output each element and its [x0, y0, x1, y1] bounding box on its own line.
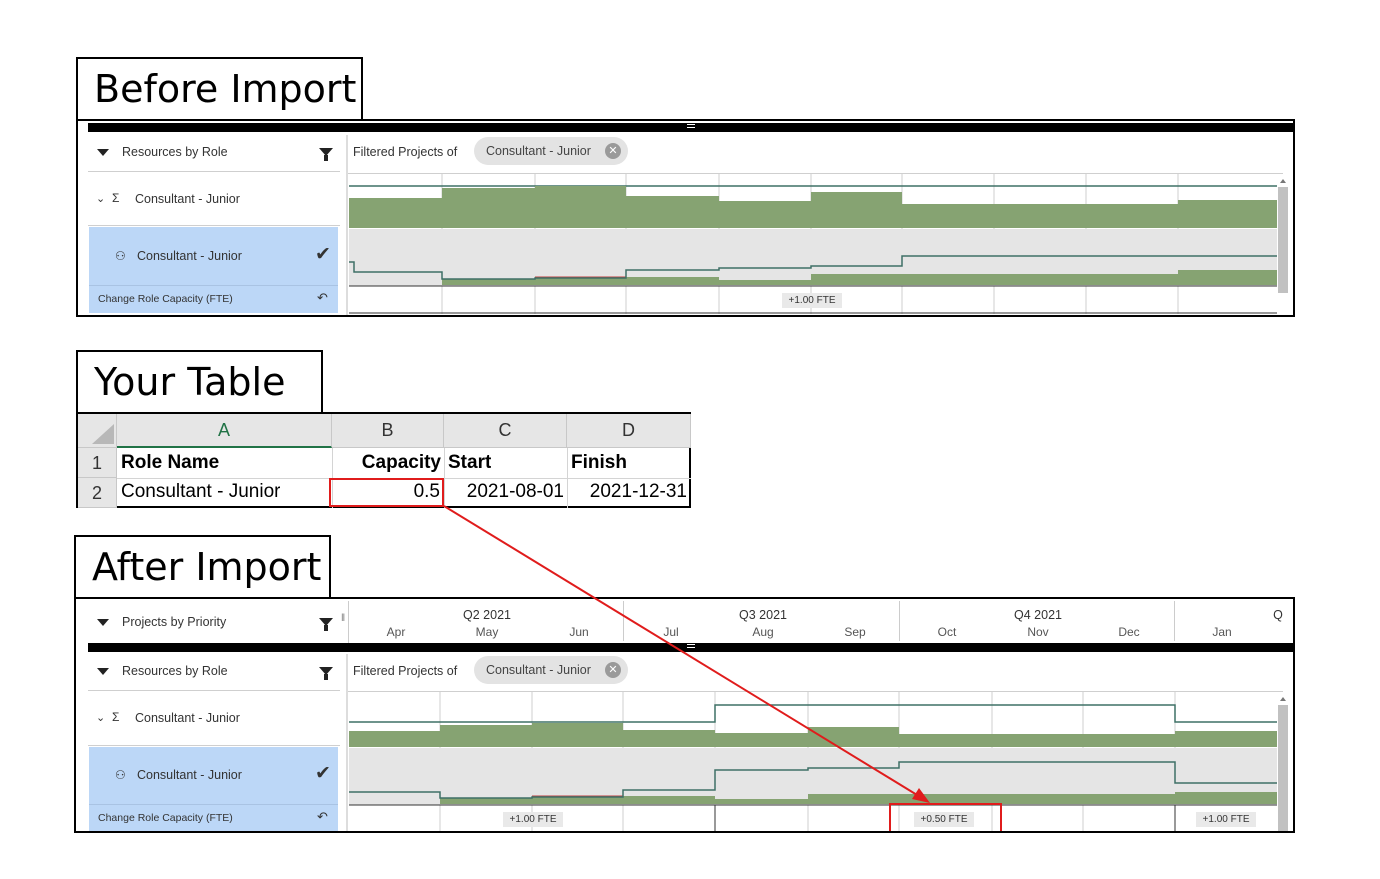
before-import-panel: Resources by Role ⌄ Σ Consultant - Junio… [76, 119, 1295, 317]
role-row-selected[interactable]: ⚇ Consultant - Junior ✔ Change Role Capa… [89, 227, 338, 313]
role-group-label: Consultant - Junior [135, 711, 240, 725]
month-apr: Apr [386, 625, 406, 639]
fte-tag: +1.00 FTE [503, 812, 563, 827]
filter-chip[interactable]: Consultant - Junior ✕ [474, 137, 628, 165]
column-header-d[interactable]: D [567, 414, 691, 448]
quarter-q2-2021: Q2 2021 [463, 608, 511, 622]
vertical-scrollbar[interactable] [1278, 705, 1288, 831]
month-jul: Jul [663, 625, 679, 639]
close-chip-icon[interactable]: ✕ [605, 143, 621, 159]
month-aug: Aug [752, 625, 774, 639]
column-header-a[interactable]: A [117, 414, 332, 448]
column-header-c[interactable]: C [444, 414, 567, 448]
sum-role-icon: Σ [112, 710, 120, 724]
cell-c1[interactable]: Start [448, 452, 492, 473]
cell-d1[interactable]: Finish [571, 452, 627, 473]
role-row-label: Consultant - Junior [137, 768, 242, 782]
cell-c2[interactable]: 2021-08-01 [466, 481, 564, 502]
column-resize-handle[interactable]: ‖ [341, 613, 346, 624]
quarter-next-cut: Q [1273, 608, 1283, 622]
resources-by-role-label: Resources by Role [122, 664, 228, 678]
month-sep: Sep [844, 625, 866, 639]
splitter-bar[interactable] [88, 123, 1293, 132]
fte-tag: +1.00 FTE [782, 293, 842, 308]
fte-highlight-box [889, 803, 1002, 831]
person-icon: ⚇ [115, 768, 126, 782]
role-group-label: Consultant - Junior [135, 192, 240, 206]
filtered-projects-label: Filtered Projects of [353, 145, 458, 159]
change-role-capacity-label: Change Role Capacity (FTE) [98, 812, 233, 824]
chevron-down-icon[interactable]: ⌄ [96, 193, 106, 205]
quarter-q4-2021: Q4 2021 [1014, 608, 1062, 622]
month-jan: Jan [1212, 625, 1232, 639]
role-row-label: Consultant - Junior [137, 249, 242, 263]
sum-role-icon: Σ [112, 191, 120, 205]
spreadsheet: A B C D 1 2 Role Name Capacity Start Fin… [76, 412, 691, 508]
row-header-1[interactable]: 1 [78, 448, 117, 478]
collapse-triangle-icon[interactable] [97, 668, 109, 675]
undo-capacity-icon[interactable]: ↶ [317, 809, 328, 824]
splitter-bar[interactable] [88, 643, 1293, 652]
before-import-caption: Before Import [76, 57, 363, 121]
fte-tag: +1.00 FTE [1196, 812, 1256, 827]
collapse-triangle-icon[interactable] [97, 619, 109, 626]
month-may: May [475, 625, 499, 639]
column-header-b[interactable]: B [332, 414, 444, 448]
month-dec: Dec [1118, 625, 1140, 639]
person-icon: ⚇ [115, 249, 126, 263]
fte-tag-highlighted: +0.50 FTE [914, 812, 974, 827]
month-oct: Oct [937, 625, 957, 639]
quarter-q3-2021: Q3 2021 [739, 608, 787, 622]
month-jun: Jun [569, 625, 589, 639]
collapse-triangle-icon[interactable] [97, 149, 109, 156]
capacity-highlight-box [329, 478, 444, 507]
chevron-down-icon[interactable]: ⌄ [96, 712, 106, 724]
projects-by-priority-label: Projects by Priority [122, 615, 227, 629]
filter-funnel-icon[interactable] [319, 618, 333, 631]
filter-chip[interactable]: Consultant - Junior ✕ [474, 656, 628, 684]
cell-a1[interactable]: Role Name [121, 452, 220, 473]
month-nov: Nov [1027, 625, 1049, 639]
role-row-selected[interactable]: ⚇ Consultant - Junior ✔ Change Role Capa… [89, 747, 338, 831]
undo-capacity-icon[interactable]: ↶ [317, 290, 328, 305]
after-capacity-chart [349, 692, 1277, 831]
cell-b1[interactable]: Capacity [361, 452, 441, 473]
close-chip-icon[interactable]: ✕ [605, 662, 621, 678]
resources-by-role-label: Resources by Role [122, 145, 228, 159]
cell-d2[interactable]: 2021-12-31 [589, 481, 687, 502]
after-import-panel: Projects by Priority ‖ Q2 2021 Q3 2021 Q… [74, 597, 1295, 833]
cell-b2[interactable]: 0.5 [413, 481, 440, 502]
filter-funnel-icon[interactable] [319, 148, 333, 161]
filtered-projects-label: Filtered Projects of [353, 664, 458, 678]
row-header-2[interactable]: 2 [78, 478, 117, 508]
filter-funnel-icon[interactable] [319, 667, 333, 680]
filter-chip-label: Consultant - Junior [486, 144, 591, 158]
check-icon: ✔ [315, 244, 331, 265]
check-icon: ✔ [315, 763, 331, 784]
filter-chip-label: Consultant - Junior [486, 663, 591, 677]
before-capacity-chart [349, 174, 1277, 314]
change-role-capacity-label: Change Role Capacity (FTE) [98, 293, 233, 305]
cell-a2[interactable]: Consultant - Junior [121, 481, 281, 502]
vertical-scrollbar[interactable] [1278, 187, 1288, 293]
